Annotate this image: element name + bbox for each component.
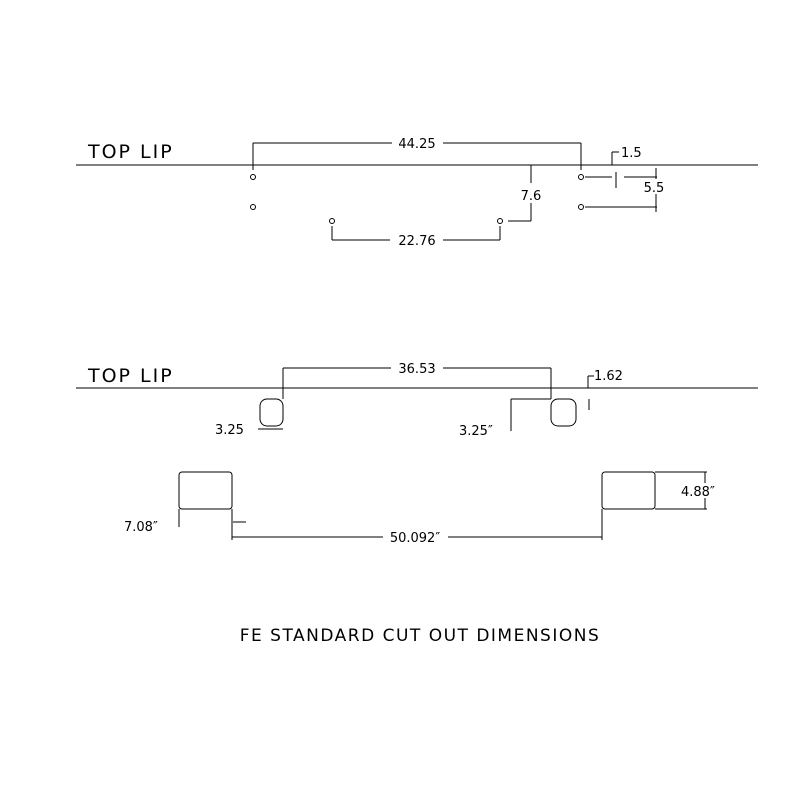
dim-7-6-label: 7.6 — [521, 189, 542, 204]
dim-3-25-right: 3.25″ — [459, 398, 551, 439]
dim-44-25: 44.25 — [252, 137, 582, 170]
dim-44-25-label: 44.25 — [398, 137, 435, 152]
dim-4-88-label: 4.88″ — [681, 485, 715, 500]
large-cutout-right — [601, 471, 656, 510]
small-cutout-left — [259, 398, 284, 427]
dim-36-53-label: 36.53 — [398, 362, 435, 377]
dim-7-08-label: 7.08″ — [124, 520, 158, 535]
upper-hole-inner-left — [329, 218, 335, 224]
dim-7-08: 7.08″ — [124, 509, 246, 535]
dim-7-6: 7.6 — [508, 164, 542, 222]
upper-hole-inner-right — [497, 218, 503, 224]
dim-22-76-label: 22.76 — [398, 234, 435, 249]
lower-view: TOP LIP 36.53 1.62 3.25 3. — [76, 362, 758, 546]
dim-3-25-left-label: 3.25 — [215, 423, 244, 438]
dim-1-62: 1.62 — [587, 369, 623, 410]
dim-36-53: 36.53 — [282, 362, 552, 399]
dim-1-62-label: 1.62 — [594, 369, 623, 384]
dim-3-25-right-label: 3.25″ — [459, 424, 493, 439]
dim-50-092: 50.092″ — [231, 509, 603, 546]
upper-hole-left-top — [250, 174, 256, 180]
small-cutout-right — [550, 398, 577, 427]
dim-5-5: 5.5 — [585, 168, 667, 212]
dim-1-5-label: 1.5 — [621, 146, 642, 161]
dim-3-25-left: 3.25 — [215, 423, 283, 438]
dim-50-092-label: 50.092″ — [390, 531, 440, 546]
upper-top-lip-label: TOP LIP — [87, 141, 174, 163]
lower-top-lip-label: TOP LIP — [87, 365, 174, 387]
dim-22-76: 22.76 — [331, 226, 501, 249]
drawing-title: FE STANDARD CUT OUT DIMENSIONS — [240, 626, 601, 646]
dim-5-5-label: 5.5 — [644, 181, 665, 196]
upper-view: TOP LIP 44.25 1.5 — [76, 137, 758, 249]
upper-hole-left-bottom — [250, 204, 256, 210]
large-cutout-left — [178, 471, 233, 510]
dim-1-5: 1.5 — [585, 146, 642, 188]
dim-4-88: 4.88″ — [655, 471, 726, 510]
upper-hole-right-top — [578, 174, 584, 180]
upper-hole-right-bottom — [578, 204, 584, 210]
